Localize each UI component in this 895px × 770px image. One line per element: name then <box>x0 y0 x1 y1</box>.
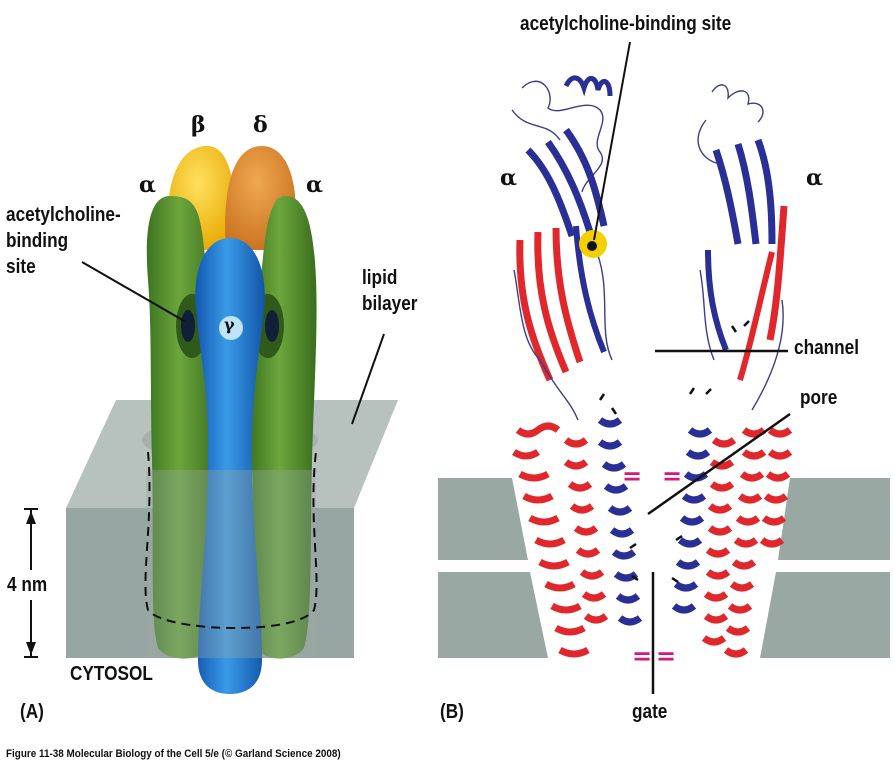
label-gamma: γ <box>224 315 235 334</box>
right-alpha-transmembrane-helices <box>671 387 793 658</box>
left-alpha-transmembrane-helices <box>512 393 643 658</box>
membrane-right-upper <box>778 478 890 560</box>
left-alpha-extracellular-domain <box>511 75 613 421</box>
charge-marker-lower-right: = <box>656 642 677 670</box>
panel-a-graphic <box>24 145 398 694</box>
label-alpha-right-a: α <box>306 172 323 198</box>
right-alpha-extracellular-domain <box>697 84 788 411</box>
label-delta: δ <box>253 112 268 138</box>
label-alpha-right-b: α <box>806 165 823 191</box>
label-acetylcholine-site-a-line1: acetylcholine- <box>6 204 121 226</box>
label-alpha-left-b: α <box>500 165 517 191</box>
membrane-left-lower <box>438 572 548 658</box>
charge-marker-upper-left: = <box>622 462 643 490</box>
label-scale-4nm: 4 nm <box>7 574 48 596</box>
binding-pocket-right-core <box>265 310 279 342</box>
figure-caption: Figure 11-38 Molecular Biology of the Ce… <box>6 748 341 760</box>
label-alpha-left-a: α <box>139 172 156 198</box>
label-acetylcholine-site-a-line2: binding <box>6 230 69 252</box>
leader-pore <box>647 412 791 516</box>
membrane-left-upper <box>438 478 528 560</box>
charge-marker-lower-left: = <box>632 642 653 670</box>
leader-lipid-bilayer <box>351 333 385 425</box>
label-lipid-bilayer-line2: bilayer <box>362 293 418 315</box>
label-lipid-bilayer-line1: lipid <box>362 267 398 289</box>
binding-pocket-left-core <box>181 310 195 342</box>
membrane-right-lower <box>760 572 890 658</box>
charge-marker-upper-right: = <box>662 462 683 490</box>
label-cytosol: CYTOSOL <box>70 663 153 685</box>
gamma-label-disc <box>219 316 243 340</box>
label-acetylcholine-site-b: acetylcholine-binding site <box>520 13 732 35</box>
scale-arrow-down <box>26 642 36 655</box>
label-beta: β <box>191 112 206 138</box>
leader-acetylcholine-site-b <box>593 41 631 241</box>
membrane-translucent-overlay <box>146 470 316 658</box>
label-panel-a: (A) <box>20 701 44 723</box>
label-pore: pore <box>800 387 838 409</box>
label-acetylcholine-site-a-line3: site <box>6 256 36 278</box>
gamma-subunit <box>195 238 265 694</box>
label-channel: channel <box>794 337 859 359</box>
membrane-dashed-outline <box>144 451 318 629</box>
scale-arrow-up <box>26 511 36 524</box>
label-gate: gate <box>632 701 668 723</box>
label-panel-b: (B) <box>440 701 464 723</box>
leader-binding-site-a <box>81 261 187 323</box>
panel-b-graphic <box>438 41 890 694</box>
